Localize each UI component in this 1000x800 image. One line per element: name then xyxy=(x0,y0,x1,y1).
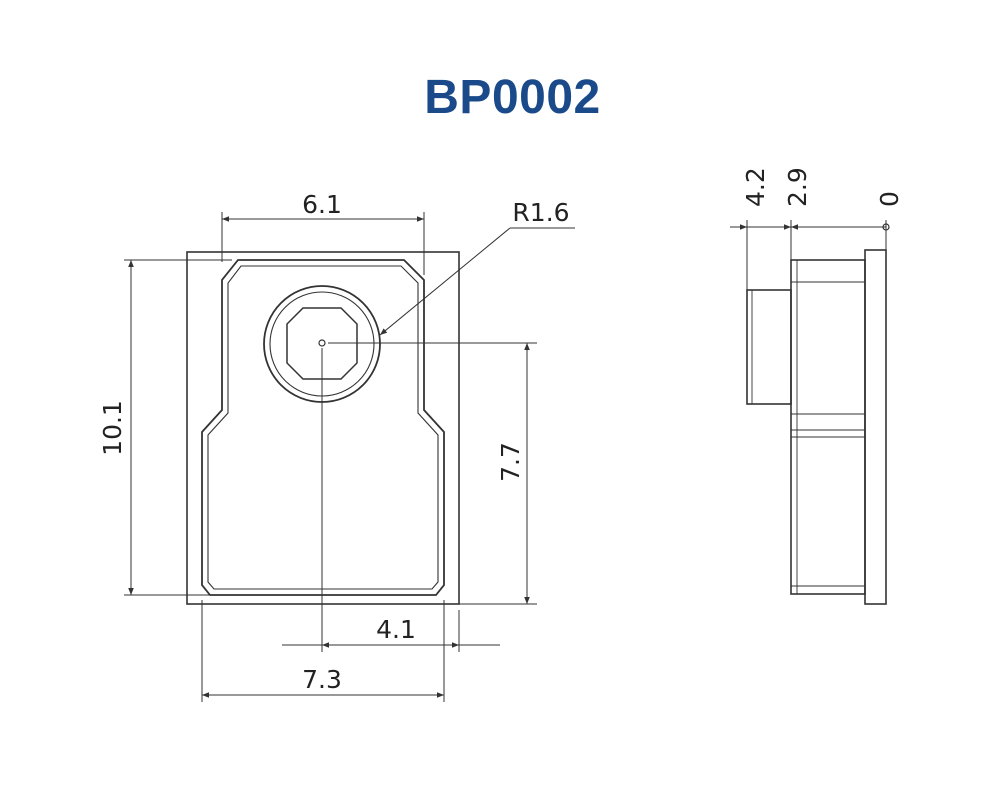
dim-label-hole-offset: 4.1 xyxy=(376,615,416,644)
dim-hole-height: 7.7 xyxy=(328,342,537,605)
side-view xyxy=(746,249,887,605)
diagram-title: BP0002 xyxy=(424,71,601,124)
dim-total-height: 10.1 xyxy=(98,259,232,596)
dim-side-depths: 4.2 2.9 0 xyxy=(730,167,904,290)
front-view xyxy=(186,251,460,605)
side-body xyxy=(790,259,866,595)
front-recess-inner-outline xyxy=(207,265,439,590)
front-outer-outline xyxy=(186,251,460,605)
dim-label-top-width: 6.1 xyxy=(302,190,342,219)
side-flange xyxy=(864,249,887,605)
dim-label-hole-height: 7.7 xyxy=(496,442,525,482)
dim-label-total-height: 10.1 xyxy=(98,400,127,456)
dim-label-side-c: 0 xyxy=(875,191,904,207)
dim-radius-leader: R1.6 xyxy=(379,198,575,336)
sensor-center-point xyxy=(318,339,326,347)
side-sensor-port xyxy=(746,289,792,405)
dim-label-side-b: 2.9 xyxy=(783,167,812,207)
sensor-port-octagon xyxy=(286,307,358,380)
front-recess-outline xyxy=(201,259,445,596)
dim-top-width: 6.1 xyxy=(221,190,425,275)
dim-label-side-a: 4.2 xyxy=(741,167,770,207)
dim-hole-offset: 4.1 xyxy=(282,348,500,652)
dim-label-radius: R1.6 xyxy=(512,198,569,227)
dim-label-bottom-width: 7.3 xyxy=(302,665,342,694)
dim-bottom-width: 7.3 xyxy=(201,600,445,702)
